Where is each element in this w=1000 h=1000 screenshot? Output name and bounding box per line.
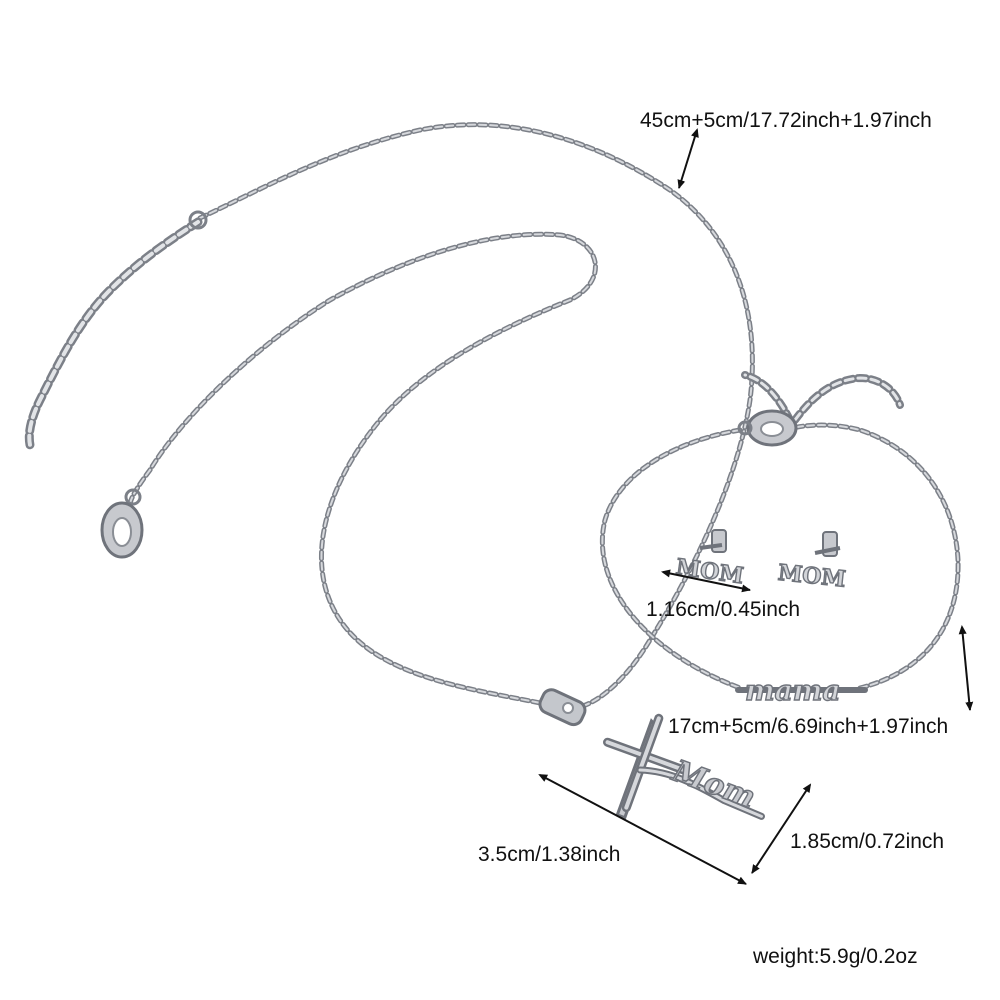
bracelet: mama xyxy=(599,371,961,708)
necklace-length-label: 45cm+5cm/17.72inch+1.97inch xyxy=(640,109,932,132)
mama-nameplate: mama xyxy=(735,673,868,708)
earring-right: MOM xyxy=(776,531,848,593)
bracelet-chain xyxy=(599,422,961,691)
bracelet-length-arrow xyxy=(958,625,974,711)
pendant-bail xyxy=(538,688,587,727)
necklace-chain-inner-highlight xyxy=(129,233,597,706)
bracelet-engraving: mama xyxy=(745,674,841,707)
necklace: Mom xyxy=(24,122,765,820)
pendant-engraving: Mom xyxy=(667,753,760,815)
earring-right-engraving: MOM xyxy=(777,560,847,593)
pendant-height-arrow xyxy=(751,783,812,874)
bracelet-length-label: 17cm+5cm/6.69inch+1.97inch xyxy=(668,715,949,738)
weight-label: weight:5.9g/0.2oz xyxy=(753,945,918,968)
necklace-chain-outer-highlight xyxy=(199,123,754,710)
necklace-extender-chain xyxy=(24,217,203,450)
necklace-chain-inner xyxy=(127,231,598,708)
extender-end-ring xyxy=(188,210,208,230)
pendant-width-label: 3.5cm/1.38inch xyxy=(478,843,621,866)
earring-left: MOM xyxy=(674,529,746,590)
earring-width-arrow xyxy=(661,569,751,593)
pendant-height-label: 1.85cm/0.72inch xyxy=(790,830,945,853)
bracelet-chain-highlight xyxy=(601,424,960,689)
necklace-extender-chain-highlight xyxy=(27,220,200,447)
necklace-lobster-clasp xyxy=(100,488,144,559)
earring-left-engraving: MOM xyxy=(674,554,745,589)
necklace-length-arrow xyxy=(677,128,699,189)
bracelet-lobster-clasp xyxy=(737,409,798,447)
earring-width-label: 1.16cm/0.45inch xyxy=(646,598,801,621)
pendant-width-arrow xyxy=(538,774,747,885)
necklace-chain-outer xyxy=(197,122,755,712)
